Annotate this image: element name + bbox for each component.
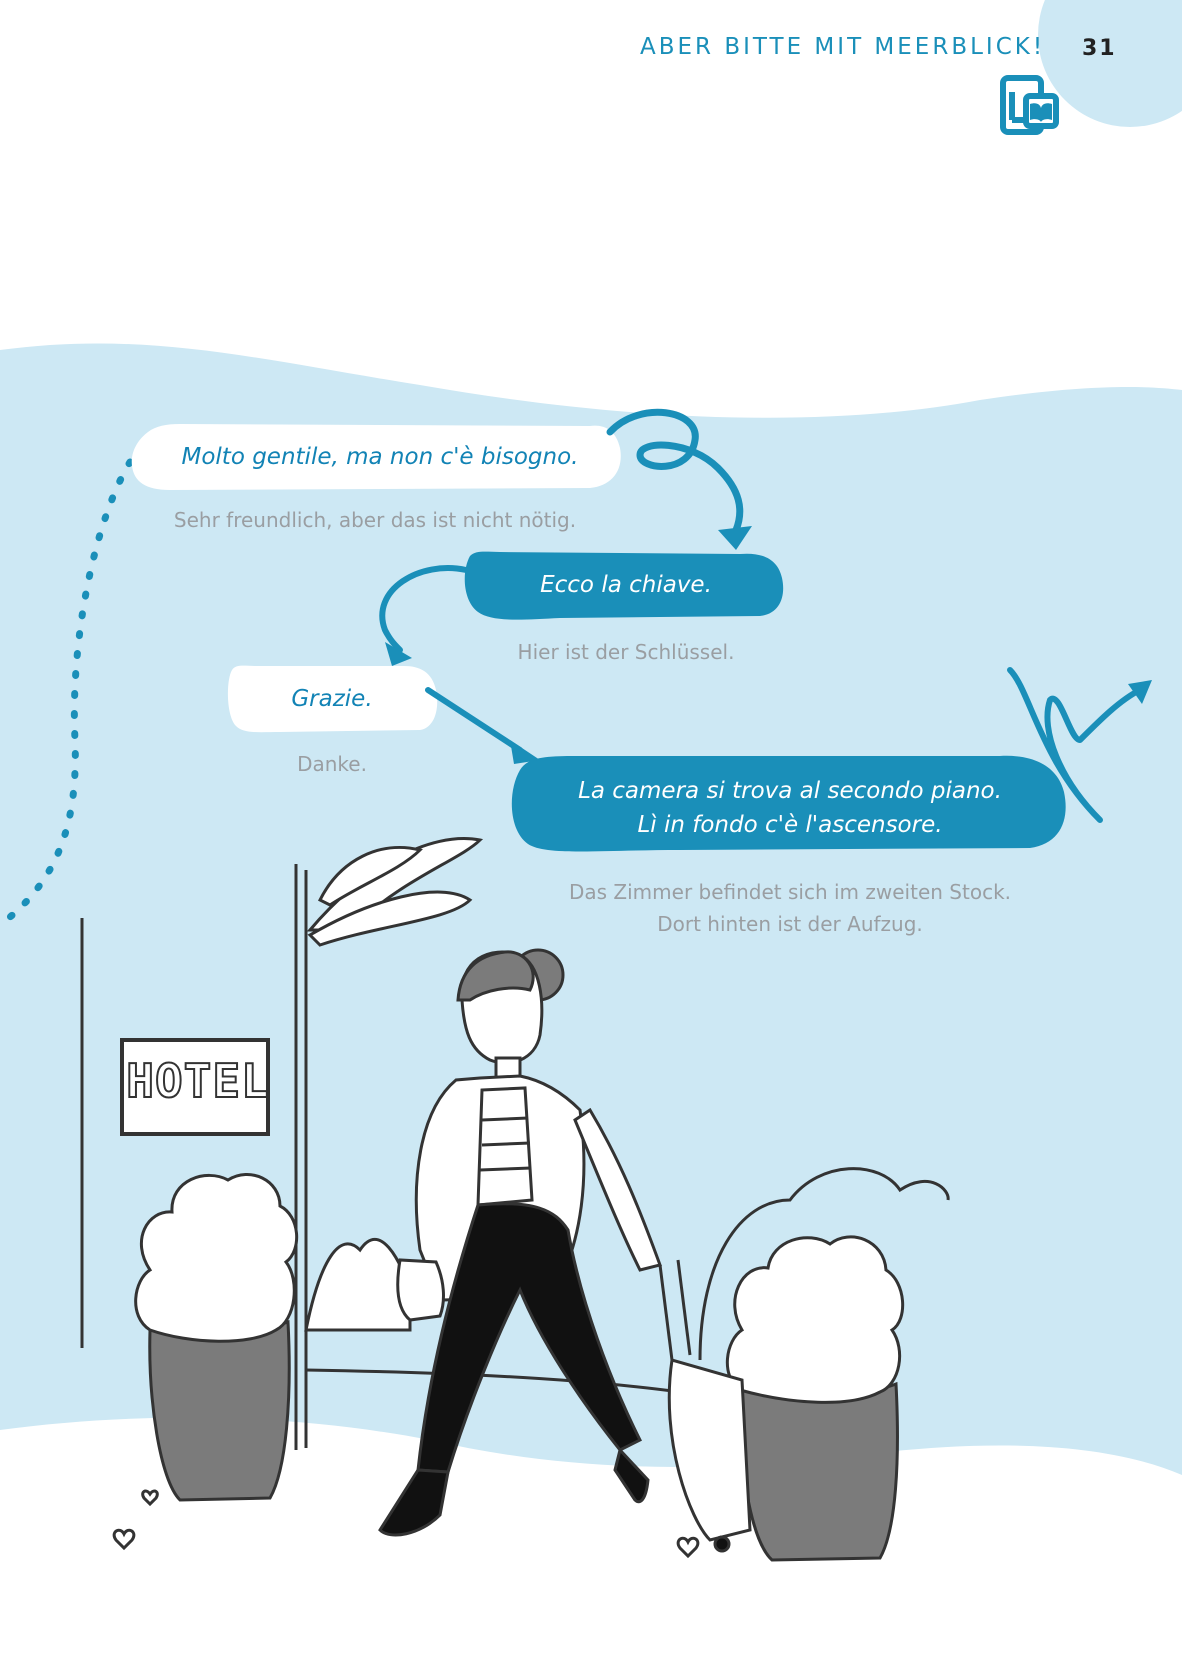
- bubble-4-german-line1: Das Zimmer befindet sich im zweiten Stoc…: [568, 880, 1012, 904]
- bubble-2-shape: [464, 551, 784, 620]
- bubble-4-german-line2: Dort hinten ist der Aufzug.: [657, 912, 923, 936]
- hotel-sign-board: [120, 1038, 270, 1136]
- bubble-2-german: Hier ist der Schlüssel.: [517, 640, 735, 664]
- hotel-sign-text: HOTEL: [125, 1053, 270, 1109]
- left-pot: [148, 1319, 291, 1502]
- arrowhead-4: [1128, 680, 1152, 704]
- loop-arrow-1: [606, 408, 744, 534]
- chapter-title: ABER BITTE MIT MEERBLICK!: [640, 34, 1046, 60]
- bubble-3-shape: [227, 665, 438, 733]
- back-bush-right: [698, 1167, 950, 1361]
- bubble-1-italian: Molto gentile, ma non c'è bisogno.: [181, 444, 579, 470]
- ground-hearts: [112, 1489, 700, 1559]
- bubble-1-shape: [131, 424, 621, 490]
- bubble-3-italian: Grazie.: [291, 686, 373, 712]
- bubble-4-italian-line2: Lì in fondo c'è l'ascensore.: [637, 812, 943, 838]
- ground-line: [305, 1368, 681, 1394]
- arrow-3: [425, 687, 523, 753]
- bubble-4-italian-line1: La camera si trova al secondo piano.: [578, 778, 1002, 804]
- left-plant: [134, 1173, 299, 1343]
- phone-book-scan-icon: [1000, 75, 1059, 135]
- bubble-2-italian: Ecco la chiave.: [540, 572, 712, 598]
- arrowhead-1: [718, 526, 752, 550]
- dotted-path: [0, 458, 134, 929]
- palm-leaves: [306, 837, 484, 947]
- bubble-3-german: Danke.: [297, 752, 367, 776]
- arrowhead-3: [510, 740, 540, 764]
- right-plant: [725, 1235, 905, 1404]
- right-pot: [738, 1381, 899, 1562]
- zigzag-arrow: [1007, 667, 1143, 823]
- page-number: 31: [1082, 36, 1117, 61]
- woman-figure: [378, 948, 752, 1553]
- curve-arrow-2: [379, 565, 469, 653]
- bubble-4-shape: [511, 755, 1066, 852]
- arrowhead-2: [385, 642, 412, 666]
- corner-circle: [1038, 0, 1182, 127]
- bubble-1-german: Sehr freundlich, aber das ist nicht nöti…: [173, 508, 577, 532]
